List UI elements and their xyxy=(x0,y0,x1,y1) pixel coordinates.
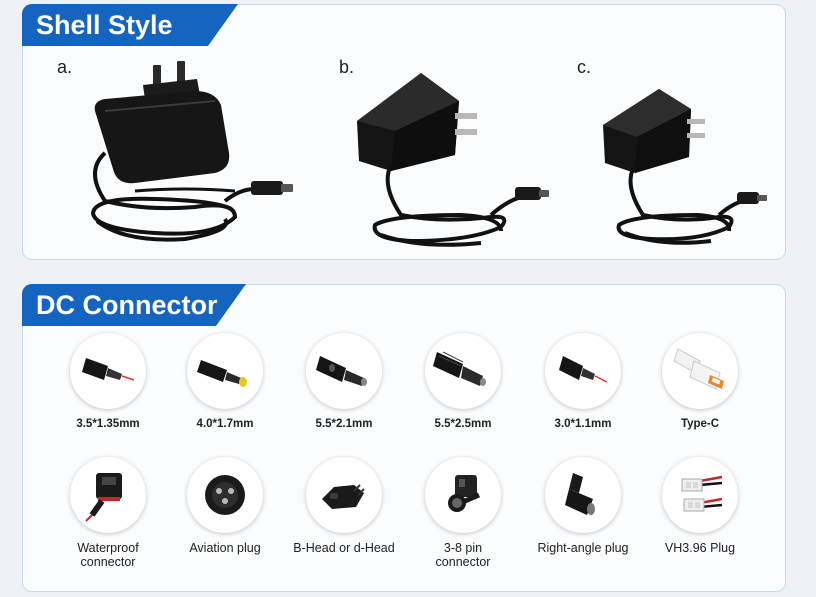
style-label-a: a. xyxy=(57,57,73,77)
wall-adapter-c-icon xyxy=(603,89,767,245)
connector-item: 3-8 pin connector xyxy=(403,457,523,569)
connector-label: 5.5*2.1mm xyxy=(315,418,373,430)
connector-label: 4.0*1.7mm xyxy=(196,418,254,430)
connector-label: VH3.96 Plug xyxy=(664,541,736,555)
barrel-plug-icon xyxy=(545,333,621,409)
usb-c-plug-icon xyxy=(662,333,738,409)
barrel-plug-icon xyxy=(425,333,501,409)
connector-item: VH3.96 Plug xyxy=(640,457,760,555)
style-label-c: c. xyxy=(577,57,592,77)
connector-label: Right-angle plug xyxy=(537,541,629,555)
connector-label: 5.5*2.5mm xyxy=(434,418,492,430)
dc-connector-title: DC Connector xyxy=(22,284,246,326)
vh396-plug-icon xyxy=(662,457,738,533)
connector-item: 4.0*1.7mm xyxy=(165,333,285,431)
connector-label: Waterproof connector xyxy=(77,541,139,569)
shell-style-panel: Shell Style a. b. c. xyxy=(22,4,786,260)
connector-item: 3.5*1.35mm xyxy=(48,333,168,431)
connector-label: Type-C xyxy=(680,418,720,430)
connector-item: 5.5*2.1mm xyxy=(284,333,404,431)
shell-style-title: Shell Style xyxy=(22,4,238,46)
connector-label: Aviation plug xyxy=(189,541,261,555)
dc-connector-panel: DC Connector 3.5*1.35mm 4.0*1.7mm xyxy=(22,284,786,592)
connector-item: Type-C xyxy=(640,333,760,431)
connector-label: 3.0*1.1mm xyxy=(554,418,612,430)
aviation-plug-icon xyxy=(187,457,263,533)
right-angle-plug-icon xyxy=(545,457,621,533)
barrel-plug-icon xyxy=(306,333,382,409)
connector-label: B-Head or d-Head xyxy=(293,541,395,555)
waterproof-connector-icon xyxy=(70,457,146,533)
connector-item: Aviation plug xyxy=(165,457,285,555)
barrel-plug-yellow-tip-icon xyxy=(187,333,263,409)
wall-adapter-a-icon xyxy=(90,61,293,242)
barrel-plug-icon xyxy=(70,333,146,409)
connector-label: 3.5*1.35mm xyxy=(76,418,140,430)
connector-label: 3-8 pin connector xyxy=(435,541,491,569)
connector-item: 3.0*1.1mm xyxy=(523,333,643,431)
connector-item: Waterproof connector xyxy=(48,457,168,569)
wall-adapter-b-icon xyxy=(357,73,549,247)
din-pin-connector-icon xyxy=(425,457,501,533)
connector-item: B-Head or d-Head xyxy=(284,457,404,555)
b-head-plug-icon xyxy=(306,457,382,533)
connector-item: Right-angle plug xyxy=(523,457,643,555)
connector-item: 5.5*2.5mm xyxy=(403,333,523,431)
style-label-b: b. xyxy=(339,57,355,77)
